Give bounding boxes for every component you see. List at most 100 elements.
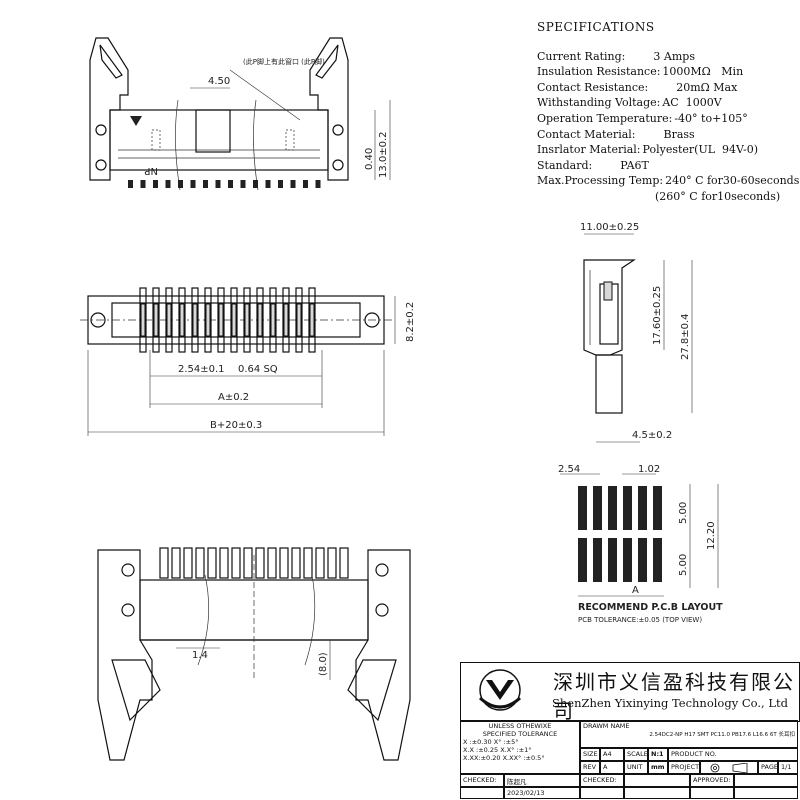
dim-pcb-a: A [632, 585, 639, 596]
spec-label: Operation Temperature: [537, 111, 673, 125]
pcb-pad [608, 538, 617, 582]
pcb-pad [623, 486, 632, 530]
pin-contact [179, 303, 185, 337]
dim-side-h2: 27.8±0.4 [680, 313, 691, 360]
pin-contact [140, 303, 146, 337]
spec-value: 240° C for30-60seconds [665, 174, 800, 188]
pin [243, 287, 251, 353]
scale-label: SCALE [624, 748, 648, 761]
spec-row: Contact Material: Brass [537, 127, 799, 143]
pin-tip [290, 180, 296, 188]
blank-cell-1 [580, 787, 624, 799]
spec-value: Brass [663, 127, 695, 141]
checked2-label: CHECKED: [580, 774, 624, 787]
spec-row: Insulation Resistance:1000MΩ Min [537, 64, 799, 80]
drawing-name-box: DRAWM NAME 2.54DC2-NP H17 SMT PC11.0 PB1… [580, 720, 798, 748]
pin-contact [166, 303, 172, 337]
projection-icon [710, 763, 748, 773]
pin [256, 287, 264, 353]
checked-label: CHECKED: [460, 774, 504, 787]
pin-tip [265, 180, 271, 188]
pcb-tolerance: PCB TOLERANCE:±0.05 (TOP VIEW) [578, 616, 702, 624]
pcb-pad [623, 538, 632, 582]
dim-top-pitch: 4.50 [208, 76, 230, 87]
product-no-label: PRODUCT NO. [668, 748, 798, 761]
pin [267, 547, 277, 579]
tolerance-header-2: SPECIFIED TOLERANCE [482, 730, 558, 738]
pin-contact [218, 303, 224, 337]
project-label: PROJECT [668, 761, 700, 774]
page-value: 1/1 [778, 761, 798, 774]
dim-pcb-500a: 5.00 [678, 502, 689, 524]
spec-label: Insrlator Material: [537, 143, 641, 157]
pin [269, 287, 277, 353]
pin-tip [153, 180, 158, 188]
size-value: A4 [600, 748, 624, 761]
pin [230, 287, 238, 353]
pin [139, 287, 147, 353]
unit-label: UNIT [624, 761, 648, 774]
side-view [583, 233, 693, 443]
front-view [89, 37, 391, 191]
spec-value: 3 Amps [653, 49, 695, 63]
spec-value: PA6T [620, 158, 649, 172]
pin-tip [190, 180, 196, 188]
pin [327, 547, 337, 579]
pin [165, 287, 173, 353]
dim-mid-b: B+20±0.3 [210, 420, 262, 431]
spec-label: Current Rating: [537, 49, 626, 63]
blank-cell-4 [734, 787, 798, 799]
pin [291, 547, 301, 579]
pin-tip [240, 180, 246, 188]
pin [282, 287, 290, 353]
pcb-pad [653, 486, 662, 530]
spec-row: Operation Temperature:-40° to+105° [537, 111, 799, 127]
pin-contact [153, 303, 159, 337]
spec-row: Standard: PA6T [537, 158, 799, 174]
dim-pcb-500b: 5.00 [678, 554, 689, 576]
spec-value: 20mΩ Max [676, 80, 738, 94]
dim-note: (此P脚上有此窗口 (此P脚) [243, 57, 325, 66]
pin-tip [253, 180, 258, 188]
spec-label: Withstanding Voltage: [537, 96, 661, 110]
pin [159, 547, 169, 579]
spec-value: -40° to+105° [674, 111, 748, 125]
spec-value: Polyester(UL 94V-0) [642, 143, 758, 157]
unit-value: mm [648, 761, 668, 774]
pin [255, 547, 265, 579]
pcb-title: RECOMMEND P.C.B LAYOUT [578, 602, 723, 613]
pin-tip [278, 180, 283, 188]
pin-contact [205, 303, 211, 337]
dim-pcb-254: 2.54 [558, 464, 580, 475]
dim-pcb-1220: 12.20 [706, 521, 717, 550]
pin [204, 287, 212, 353]
spec-label: Standard: [537, 158, 593, 172]
bottom-view [97, 547, 411, 761]
dim-mid-a: A±0.2 [218, 392, 249, 403]
pin [195, 547, 205, 579]
spec-label: Contact Material: [537, 127, 636, 141]
company-name-en: ShenZhen Yixinying Technology Co., Ltd [552, 696, 788, 710]
top-view [80, 287, 396, 436]
pcb-pad [638, 538, 647, 582]
pin [308, 287, 316, 353]
dim-top-h2: 13.0±0.2 [378, 131, 389, 178]
pin [243, 547, 253, 579]
tolerance-header-1: UNLESS OTHEWIXE [488, 722, 552, 730]
pin-tip [228, 180, 233, 188]
pin [231, 547, 241, 579]
pin-contact [257, 303, 263, 337]
spec-row: Contact Resistance:20mΩ Max [537, 80, 799, 96]
checked-by: 陈超凡 [504, 774, 580, 787]
pin-tip [303, 180, 308, 188]
dim-side-w: 11.00±0.25 [580, 222, 639, 233]
spec-row: (260° C for10seconds) [537, 189, 799, 205]
pcb-pad [638, 486, 647, 530]
pin [279, 547, 289, 579]
dim-bottom-2: (8.0) [318, 652, 329, 676]
pcb-pad [578, 538, 587, 582]
pin-contact [244, 303, 250, 337]
projection-symbol-box [700, 761, 758, 774]
dim-mid-pitch: 2.54±0.1 [178, 364, 225, 375]
